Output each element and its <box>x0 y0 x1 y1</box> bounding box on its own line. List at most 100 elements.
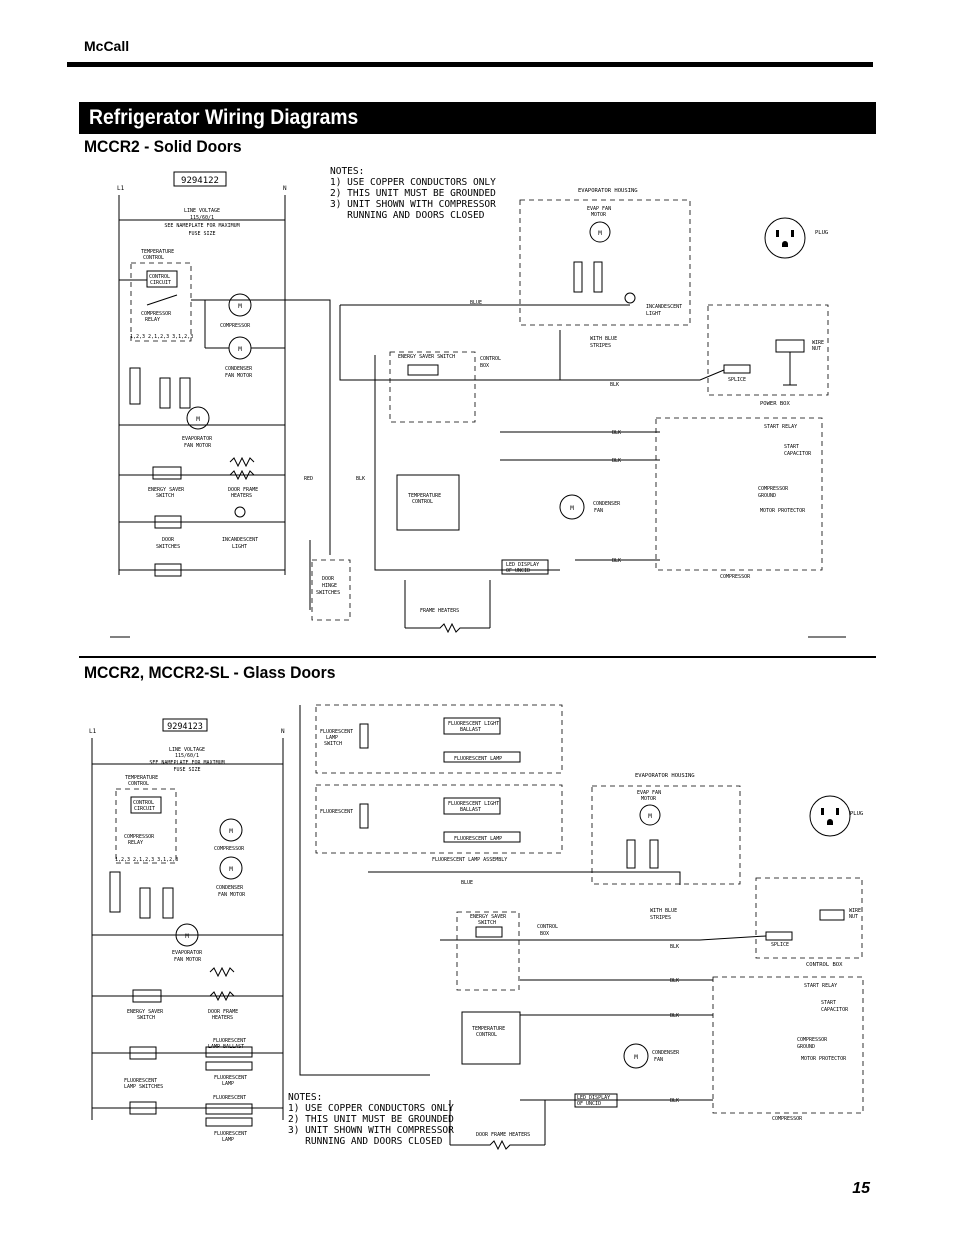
brand-name: McCall <box>84 38 130 54</box>
svg-text:FLUORESCENT LAMP: FLUORESCENT LAMP <box>454 836 502 842</box>
svg-text:MOTOR PROTECTOR: MOTOR PROTECTOR <box>801 1056 847 1062</box>
svg-text:LAMP: LAMP <box>222 1137 234 1143</box>
svg-text:CONTROL: CONTROL <box>143 255 164 261</box>
compressor-motor-icon <box>228 293 252 317</box>
svg-text:FRAME HEATERS: FRAME HEATERS <box>420 608 459 614</box>
svg-text:ENERGY SAVER: ENERGY SAVER <box>470 914 507 920</box>
wiring-diagram-glass-doors: 9294123 L1 N LINE VOLTAGE 115/60/1 SEE N… <box>89 704 864 1151</box>
svg-text:CAPACITOR: CAPACITOR <box>784 451 812 457</box>
svg-text:LAMP: LAMP <box>326 735 338 741</box>
svg-text:WIRE: WIRE <box>812 340 824 346</box>
svg-text:BLUE: BLUE <box>461 880 473 886</box>
svg-text:FAN MOTOR: FAN MOTOR <box>225 373 253 379</box>
evaporator-fan-motor-icon <box>175 923 199 947</box>
svg-text:FLUORESCENT LAMP ASSEMBLY: FLUORESCENT LAMP ASSEMBLY <box>432 857 507 863</box>
svg-text:M: M <box>634 1054 638 1061</box>
svg-text:WITH BLUE: WITH BLUE <box>590 336 617 342</box>
svg-text:CONTROL: CONTROL <box>480 356 501 362</box>
svg-text:TEMPERATURE: TEMPERATURE <box>408 493 441 499</box>
svg-text:BOX: BOX <box>480 363 489 369</box>
fluorescent-lamp-assembly-2 <box>315 784 563 854</box>
svg-text:DOOR: DOOR <box>162 537 175 543</box>
svg-text:SWITCH: SWITCH <box>137 1015 155 1021</box>
page-title: Refrigerator Wiring Diagrams <box>89 106 359 129</box>
svg-text:LIGHT: LIGHT <box>646 311 661 317</box>
svg-text:LAMP: LAMP <box>222 1081 234 1087</box>
svg-text:DOOR: DOOR <box>322 576 335 582</box>
svg-text:POWER BOX: POWER BOX <box>760 401 790 407</box>
svg-text:TEMPERATURE: TEMPERATURE <box>472 1026 505 1032</box>
svg-text:1) USE COPPER CONDUCTORS ONLY: 1) USE COPPER CONDUCTORS ONLY <box>330 177 496 188</box>
svg-text:MOTOR: MOTOR <box>641 796 657 802</box>
section-divider <box>79 656 876 658</box>
svg-text:SWITCHES: SWITCHES <box>156 544 180 550</box>
svg-text:SEE NAMEPLATE FOR MAXIMUM: SEE NAMEPLATE FOR MAXIMUM <box>164 223 239 229</box>
svg-text:RELAY: RELAY <box>128 840 143 846</box>
temperature-control-box <box>130 262 192 342</box>
svg-text:EVAP FAN: EVAP FAN <box>637 790 661 796</box>
svg-text:MOTOR: MOTOR <box>591 212 607 218</box>
svg-text:START: START <box>821 1000 836 1006</box>
svg-text:FLUORESCENT: FLUORESCENT <box>213 1095 246 1101</box>
svg-text:HEATERS: HEATERS <box>212 1015 233 1021</box>
svg-text:STRIPES: STRIPES <box>650 915 671 921</box>
evaporator-housing <box>519 199 691 326</box>
svg-text:WITH BLUE: WITH BLUE <box>650 908 677 914</box>
svg-text:M: M <box>185 933 189 940</box>
svg-text:M: M <box>238 346 242 353</box>
led-display <box>129 367 141 405</box>
evaporator-fan-motor-icon <box>186 406 210 430</box>
svg-text:NUT: NUT <box>849 914 858 920</box>
svg-text:ENERGY SAVER SWITCH: ENERGY SAVER SWITCH <box>398 354 455 360</box>
svg-text:M: M <box>229 866 233 873</box>
svg-text:FLUORESCENT: FLUORESCENT <box>320 809 353 815</box>
section-heading-solid-doors: MCCR2 - Solid Doors <box>84 138 242 156</box>
svg-text:CONDENSER: CONDENSER <box>216 885 244 891</box>
svg-text:COMPRESSOR: COMPRESSOR <box>720 574 751 580</box>
svg-text:START RELAY: START RELAY <box>764 424 797 430</box>
svg-text:M: M <box>648 813 652 820</box>
svg-text:RUNNING AND DOORS CLOSED: RUNNING AND DOORS CLOSED <box>288 1136 443 1147</box>
svg-text:FAN MOTOR: FAN MOTOR <box>218 892 246 898</box>
svg-text:3) UNIT SHOWN WITH COMPRESSOR: 3) UNIT SHOWN WITH COMPRESSOR <box>330 199 496 210</box>
svg-text:MOTOR PROTECTOR: MOTOR PROTECTOR <box>760 508 806 514</box>
svg-text:1,2,3 2,1,2,3 3,1,2,3: 1,2,3 2,1,2,3 3,1,2,3 <box>130 334 193 340</box>
svg-text:INCANDESCENT: INCANDESCENT <box>646 304 682 310</box>
wiring-diagram-solid-doors: 9294122 L1 N LINE VOLTAGE 115/60/1 SEE N… <box>110 166 846 638</box>
svg-text:COMPRESSOR: COMPRESSOR <box>758 486 789 492</box>
svg-text:1) USE COPPER CONDUCTORS ONLY: 1) USE COPPER CONDUCTORS ONLY <box>288 1103 454 1114</box>
svg-text:NUT: NUT <box>812 346 821 352</box>
svg-text:LINE VOLTAGE: LINE VOLTAGE <box>169 747 205 753</box>
svg-text:EVAPORATOR HOUSING: EVAPORATOR HOUSING <box>578 188 638 194</box>
svg-text:CONTROL: CONTROL <box>476 1032 497 1038</box>
svg-text:BLUE: BLUE <box>470 300 482 306</box>
svg-text:EVAPORATOR: EVAPORATOR <box>182 436 213 442</box>
svg-text:CONTROL BOX: CONTROL BOX <box>806 962 843 968</box>
svg-text:RUNNING AND DOORS CLOSED: RUNNING AND DOORS CLOSED <box>330 210 485 221</box>
svg-text:FAN MOTOR: FAN MOTOR <box>184 443 212 449</box>
svg-text:LAMP BALLAST: LAMP BALLAST <box>208 1044 244 1050</box>
svg-text:BLK: BLK <box>670 1098 679 1104</box>
svg-text:CAPACITOR: CAPACITOR <box>821 1007 849 1013</box>
svg-text:BLK: BLK <box>612 458 621 464</box>
cabinet-air-sensor <box>179 377 191 409</box>
svg-text:1,2,3 2,1,2,3 3,1,2,3: 1,2,3 2,1,2,3 3,1,2,3 <box>115 857 178 863</box>
svg-text:RELAY: RELAY <box>145 317 160 323</box>
svg-text:COMPRESSOR: COMPRESSOR <box>772 1116 803 1122</box>
svg-text:SWITCH: SWITCH <box>478 920 496 926</box>
svg-text:BLK: BLK <box>612 558 621 564</box>
svg-text:CONTROL: CONTROL <box>149 274 170 280</box>
svg-text:NOTES:: NOTES: <box>288 1092 322 1103</box>
plug-icon <box>809 795 851 837</box>
svg-text:COMPRESSOR: COMPRESSOR <box>124 834 155 840</box>
svg-text:L1: L1 <box>89 728 97 735</box>
door-switch-2 <box>154 563 182 577</box>
svg-text:3) UNIT SHOWN WITH COMPRESSOR: 3) UNIT SHOWN WITH COMPRESSOR <box>288 1125 454 1136</box>
incandescent-light-icon <box>234 506 246 518</box>
svg-text:EVAPORATOR: EVAPORATOR <box>172 950 203 956</box>
svg-text:STRIPES: STRIPES <box>590 343 611 349</box>
power-box <box>707 304 829 396</box>
svg-text:START: START <box>784 444 799 450</box>
splice <box>723 364 751 374</box>
svg-text:FLUORESCENT: FLUORESCENT <box>320 729 353 735</box>
